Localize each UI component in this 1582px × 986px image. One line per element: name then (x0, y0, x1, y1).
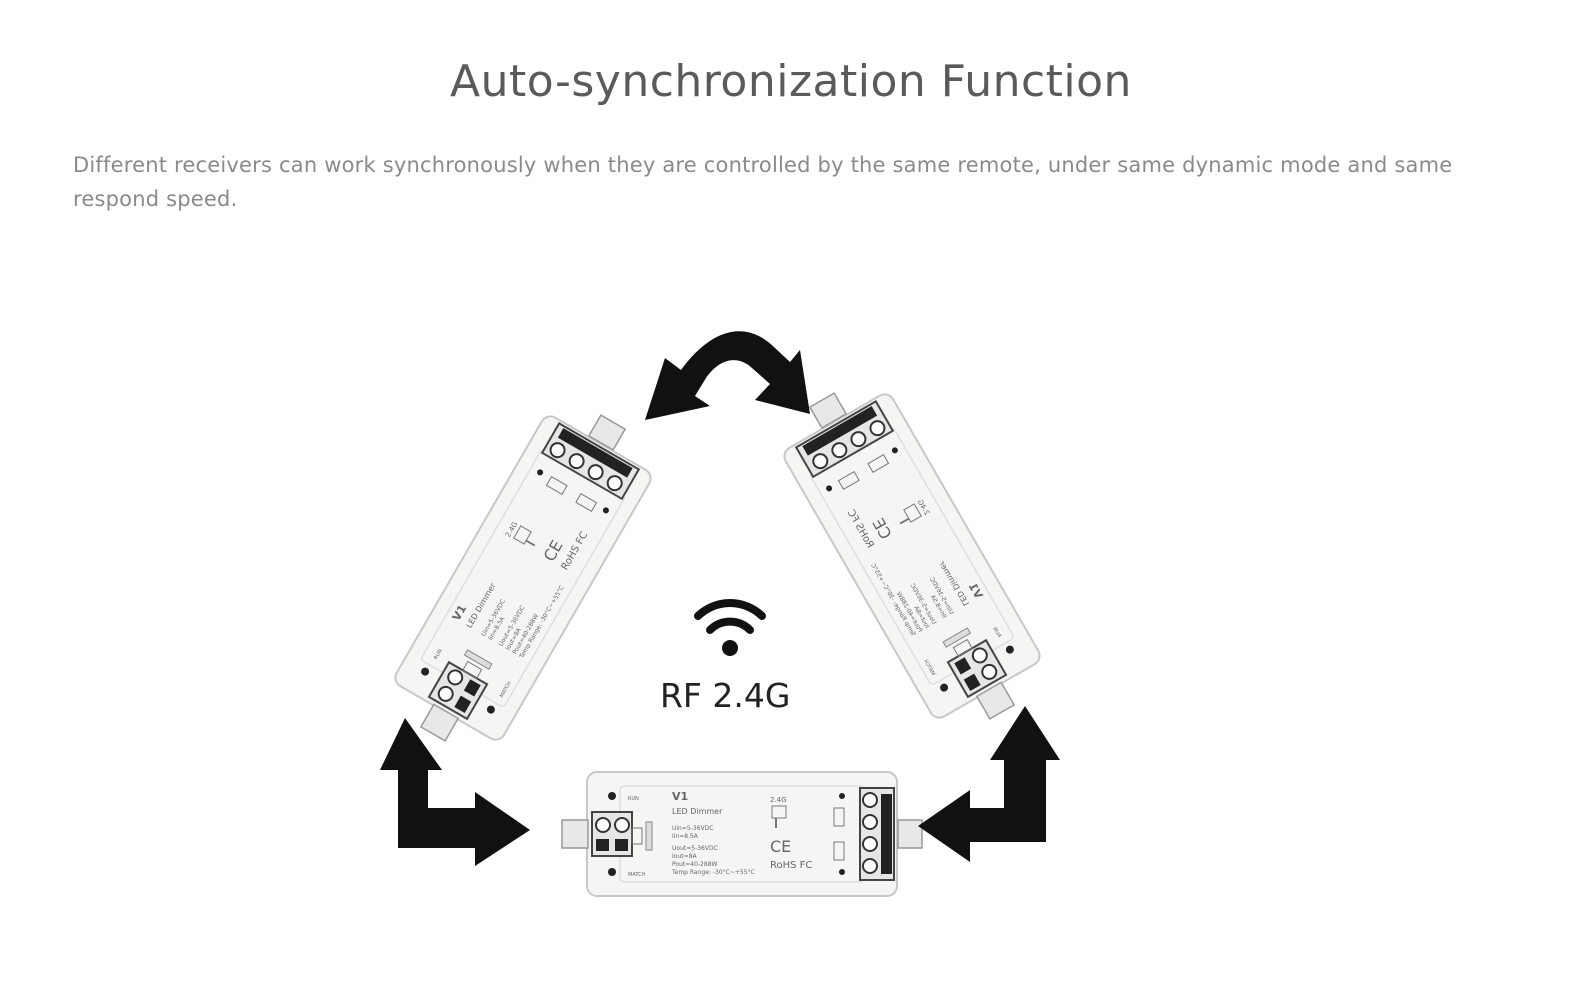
sync-arrow-left (380, 718, 530, 866)
receiver-right (767, 368, 1057, 744)
rf-label: RF 2.4G (660, 676, 791, 715)
description-text: Different receivers can work synchronous… (73, 153, 1453, 211)
receiver-left (378, 390, 668, 766)
page-title: Auto-synchronization Function (450, 56, 1132, 107)
sync-arrow-right (918, 706, 1060, 862)
sync-arrow-top (645, 331, 810, 420)
receiver-bottom (561, 771, 923, 897)
wifi-icon (694, 599, 766, 656)
